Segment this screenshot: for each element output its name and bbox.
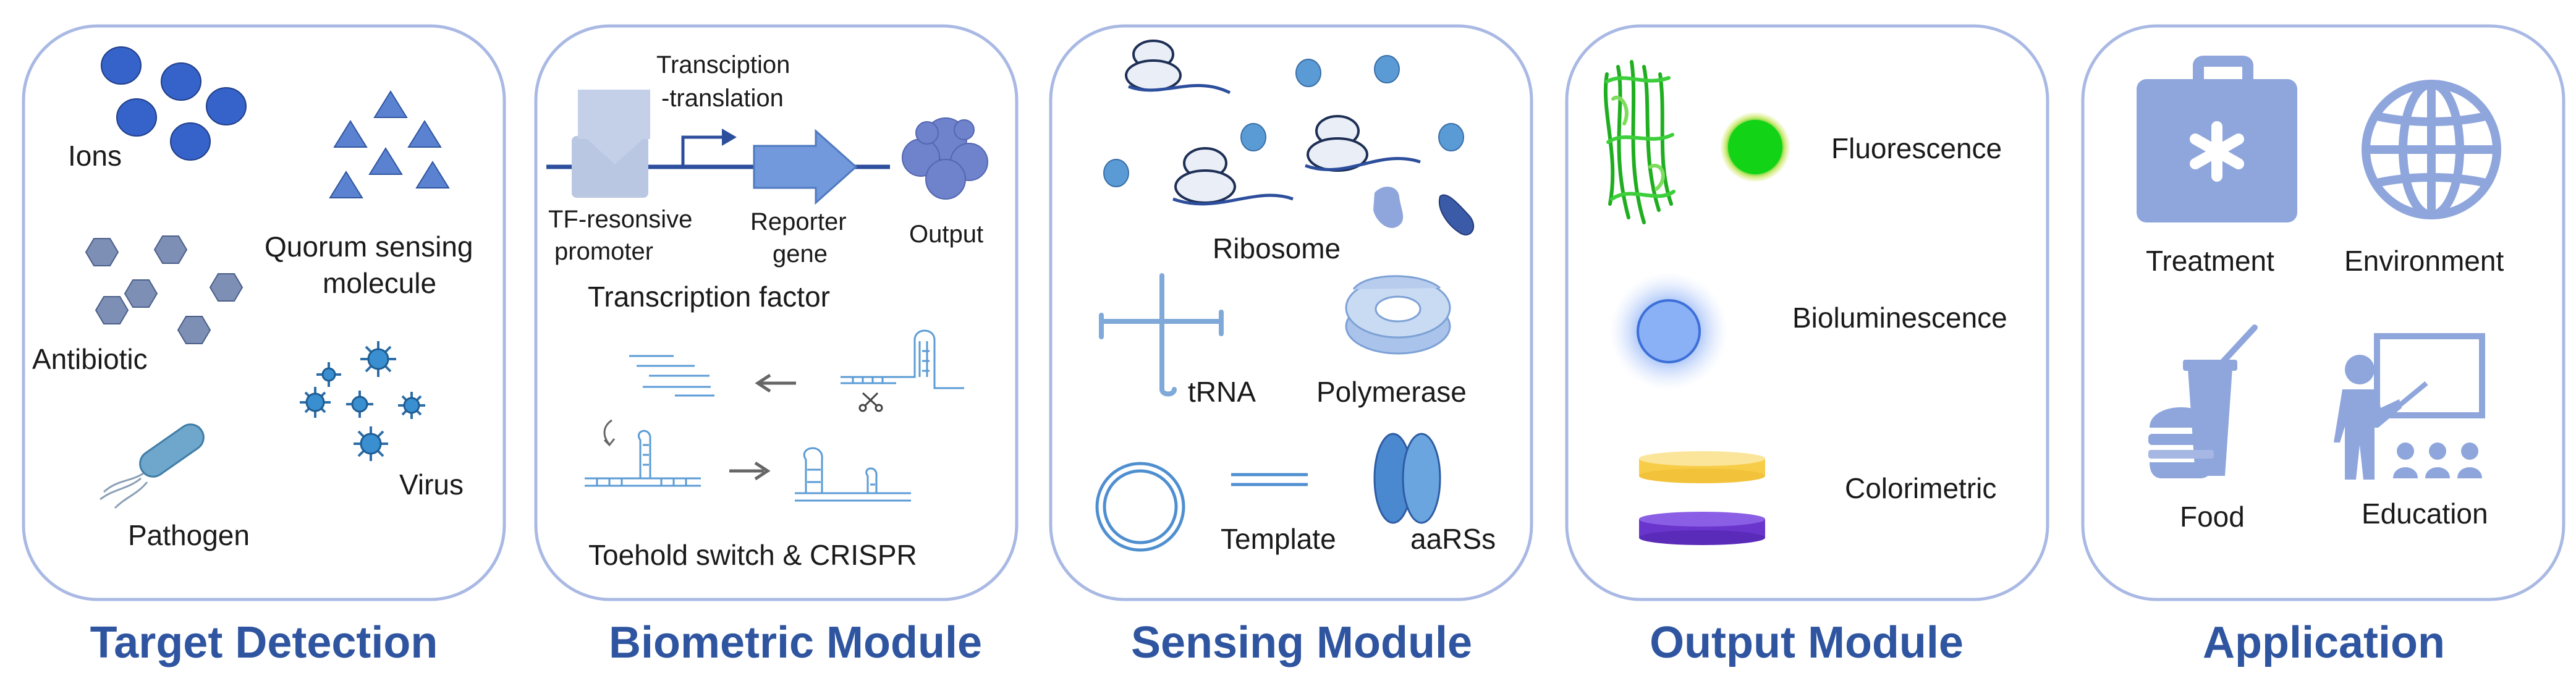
education-icon [2334, 333, 2485, 480]
template-linear-icon [1231, 473, 1308, 486]
scissors-icon [858, 392, 883, 412]
rna-fragments-icon [629, 355, 714, 397]
toehold-switch-icon [585, 430, 701, 487]
output-label: Output [909, 221, 983, 248]
panel-biometric-module: Transciption -translation TF-resonsive p… [534, 24, 1019, 667]
ions-label: Ions [68, 140, 122, 172]
toehold-crispr-diagram [585, 329, 964, 502]
reporter-gene-arrow-icon [753, 129, 858, 205]
antibiotic-label: Antibiotic [32, 343, 148, 375]
colorimetric-label: Colorimetric [1845, 472, 1996, 504]
quorum-sensing-molecule-icon [329, 90, 450, 198]
amino-acid-icons [1103, 55, 1464, 187]
medical-kit-icon [2137, 56, 2297, 222]
globe-icon [2362, 80, 2501, 219]
transcription-translation-label-line1: Transciption [656, 51, 790, 78]
food-icon [2148, 324, 2258, 478]
enzyme-blob-icon [1373, 186, 1404, 228]
curved-arrow-icon [603, 419, 616, 447]
aarss-icon [1373, 433, 1441, 524]
panel-frame [22, 24, 506, 601]
quorum-sensing-label-line1: Quorum sensing [265, 231, 473, 263]
ribosome-label: Ribosome [1213, 232, 1341, 265]
crispr-hairpin-icon [841, 329, 964, 389]
gene-circuit-diagram [546, 90, 988, 205]
enzyme-blob-dark-icon [1438, 194, 1474, 235]
antibiotic-icon [85, 235, 244, 344]
colorimetric-purple-disk-icon [1639, 512, 1765, 545]
tf-responsive-promoter-label-line1: TF-resonsive [548, 206, 692, 233]
bioluminescence-core [1637, 299, 1701, 363]
ions-icon [101, 46, 247, 161]
virus-label: Virus [399, 468, 464, 501]
template-plasmid-icon [1095, 462, 1185, 552]
environment-label: Environment [2344, 245, 2504, 277]
quorum-sensing-label-line2: molecule [323, 267, 436, 299]
panel-title-target-detection: Target Detection [90, 618, 438, 667]
panel-target-detection: Ions Quorum sensing molecule Antibiotic [22, 24, 506, 667]
panel-title-output-module: Output Module [1650, 618, 1964, 667]
transcription-factor-label: Transcription factor [588, 281, 830, 313]
transcription-translation-label-line2: -translation [661, 85, 784, 112]
polymerase-icon [1345, 275, 1451, 355]
transcription-start-arrow-icon [681, 135, 722, 167]
panel-title-biometric-module: Biometric Module [609, 618, 982, 667]
food-label: Food [2180, 501, 2245, 533]
toehold-switch-crispr-label: Toehold switch & CRISPR [588, 539, 917, 571]
template-label: Template [1221, 523, 1336, 555]
output-protein-icon [902, 117, 988, 200]
panel-frame [1049, 24, 1533, 601]
trna-label: tRNA [1188, 376, 1256, 408]
reporter-gene-label-line1: Reporter [750, 208, 847, 235]
panel-title-application: Application [2203, 618, 2445, 667]
arrow-right-icon [729, 461, 771, 481]
fluorescence-label: Fluorescence [1831, 132, 2002, 164]
panel-output-module: Fluorescence Bioluminescence Colorimetri… [1565, 24, 2049, 667]
education-label: Education [2362, 498, 2488, 530]
tf-responsive-promoter-label-line2: promoter [554, 238, 653, 265]
panel-title-sensing-module: Sensing Module [1131, 618, 1472, 667]
pathogen-icon [100, 423, 205, 509]
trna-icon [1099, 273, 1224, 397]
tf-responsive-promoter-icon [572, 90, 650, 198]
bioluminescence-label: Bioluminescence [1792, 302, 2007, 334]
treatment-label: Treatment [2146, 245, 2274, 277]
activated-toehold-icon [795, 447, 911, 502]
panel-application: Treatment Environment Food [2081, 24, 2565, 667]
reporter-gene-label-line2: gene [773, 240, 828, 268]
virus-icon [300, 341, 425, 461]
gfp-protein-icon [1603, 60, 1676, 224]
arrow-left-icon [755, 373, 796, 393]
ribosome-icon [1125, 40, 1421, 206]
colorimetric-yellow-disk-icon [1639, 451, 1765, 483]
panel-sensing-module: Ribosome tRNA Polymerase Template [1049, 24, 1533, 667]
pathogen-label: Pathogen [128, 519, 250, 551]
panel-frame [534, 24, 1019, 601]
polymerase-label: Polymerase [1316, 376, 1467, 408]
aarss-label: aaRSs [1410, 523, 1496, 555]
fluorescence-core [1728, 120, 1782, 174]
